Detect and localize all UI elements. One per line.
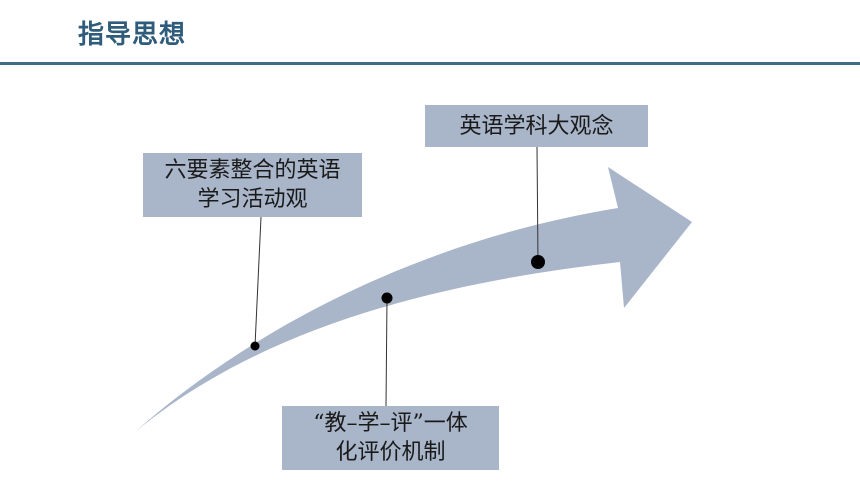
title-divider (0, 62, 860, 65)
connector-bottom (385, 297, 388, 407)
label-line: 六要素整合的英语 (164, 158, 341, 183)
curved-arrow (135, 167, 692, 432)
marker-dot-middle (381, 292, 393, 304)
marker-dot-right (531, 255, 545, 269)
label-line: 学习活动观 (197, 187, 308, 212)
label-line: “教–学–评”一体 (313, 411, 468, 436)
label-line: 化评价机制 (335, 440, 446, 465)
page-title: 指导思想 (78, 20, 187, 50)
label-box-activity-view: 六要素整合的英语 学习活动观 (143, 153, 362, 217)
connector-top (536, 146, 539, 263)
label-box-big-idea: 英语学科大观念 (425, 105, 648, 147)
label-line: 英语学科大观念 (459, 113, 614, 139)
connector-left (254, 216, 262, 347)
marker-dot-left (250, 341, 260, 351)
label-box-evaluation-mechanism: “教–学–评”一体 化评价机制 (282, 406, 499, 470)
